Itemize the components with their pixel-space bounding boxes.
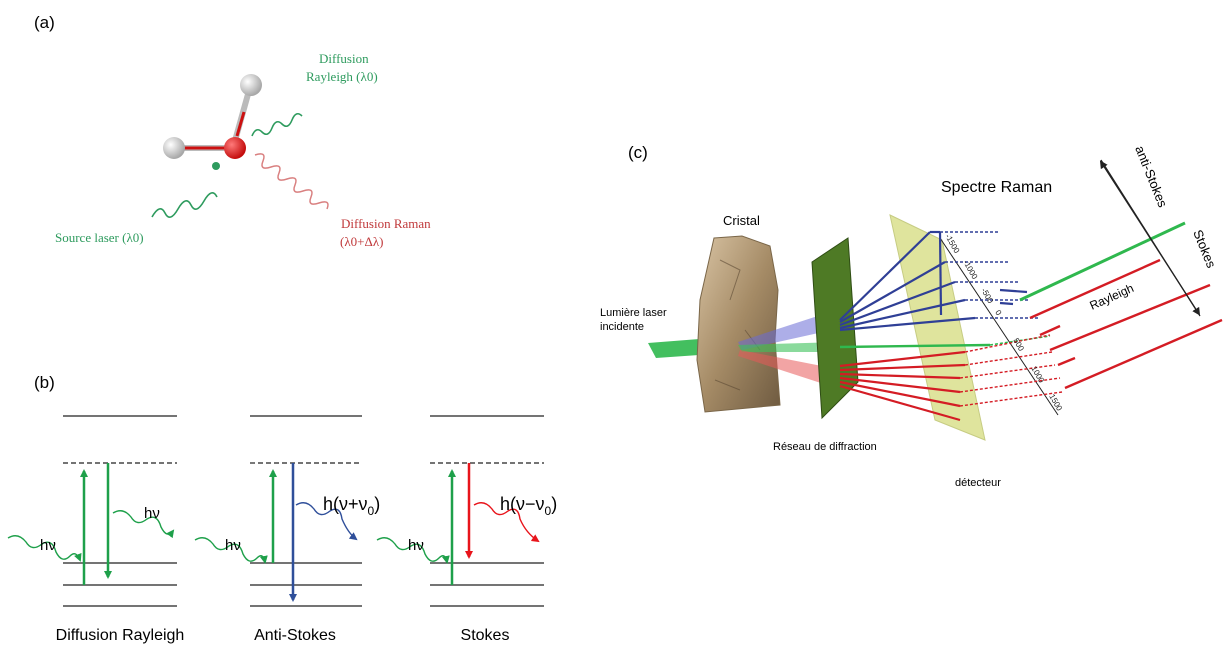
source-laser-label: Source laser (λ0) [55, 230, 144, 245]
stokes-beam [738, 350, 832, 386]
raman-label-line2: (λ0+Δλ) [340, 234, 383, 249]
panel-c-label: (c) [628, 143, 648, 162]
incident-photon-wave [376, 537, 450, 564]
cristal-label: Cristal [723, 213, 760, 228]
anti-stokes-title: Anti-Stokes [254, 627, 336, 644]
detecteur-label: détecteur [955, 477, 1001, 489]
tick-label: 500 [1011, 337, 1026, 354]
incident-photon-wave [7, 535, 82, 562]
anti-stokes-label: anti-Stokes [1132, 144, 1170, 210]
anti-stokes-beam [738, 312, 832, 350]
stokes-label: Stokes [1190, 228, 1219, 271]
crystal [696, 235, 781, 413]
laser-label-line1: Lumière laser [600, 307, 667, 319]
scattered-photon-label: hν [144, 505, 160, 522]
anti-stokes-projections [930, 231, 1040, 319]
incident-photon-wave [194, 537, 268, 564]
panel-a: (a) Diffusion Rayleigh (λ0) Diffusion Ra… [34, 13, 431, 249]
rayleigh-label: Rayleigh [1088, 281, 1136, 313]
energy-diagram-stokes: hν h(ν−ν0) Stokes [376, 415, 557, 644]
hydrogen-atom-2 [240, 74, 262, 96]
diffraction-grating [811, 237, 859, 420]
scattered-photon-label: h(ν−ν0) [500, 494, 557, 518]
scattered-photon-wave [473, 502, 540, 543]
scattered-photon-label: h(ν+ν0) [323, 494, 380, 518]
reseau-label: Réseau de diffraction [773, 441, 877, 453]
tick-label: 0 [993, 309, 1003, 318]
scattered-photon-wave [295, 502, 358, 541]
rayleigh-wave [251, 112, 303, 137]
tick-label: -500 [979, 287, 995, 306]
rayleigh-ray [839, 343, 991, 349]
energy-diagram-rayleigh: hν hν Diffusion Rayleigh [7, 415, 185, 644]
panel-b: (b) hν hν Diffusion Rayleigh [7, 373, 557, 644]
stokes-projections [959, 334, 1063, 407]
panel-c: (c) [600, 143, 1223, 489]
anti-stokes-edge [938, 231, 943, 316]
rayleigh-label-line2: Rayleigh (λ0) [306, 69, 378, 84]
anti-stokes-direction-arrow [1099, 160, 1151, 239]
laser-label-line2: incidente [600, 321, 644, 333]
incident-photon-label: hν [408, 537, 424, 554]
tick-label: -1500 [943, 233, 961, 256]
incident-photon-label: hν [40, 537, 56, 554]
raman-wave [254, 153, 329, 210]
raman-label-line1: Diffusion Raman [341, 216, 431, 231]
panel-b-label: (b) [34, 373, 55, 392]
stokes-direction-arrow [1149, 237, 1201, 316]
anti-stokes-rays [839, 230, 1028, 332]
bond-h2-red [235, 111, 246, 137]
stokes-spectrum-lines [1029, 258, 1223, 390]
rayleigh-beam [738, 342, 840, 352]
source-laser-wave [151, 192, 218, 218]
rayleigh-title: Diffusion Rayleigh [56, 627, 185, 644]
rayleigh-spectrum-line [1019, 221, 1186, 302]
scale-axis [939, 237, 1059, 416]
incident-photon-label: hν [225, 537, 241, 554]
panel-a-label: (a) [34, 13, 55, 32]
scattered-photon-wave [112, 510, 175, 539]
stokes-rays [839, 350, 966, 422]
energy-diagram-anti-stokes: hν h(ν+ν0) Anti-Stokes [194, 415, 380, 644]
impact-spark [212, 162, 220, 170]
detector [889, 214, 986, 441]
oxygen-atom [224, 137, 246, 159]
hydrogen-atom-1 [163, 137, 185, 159]
rayleigh-label-line1: Diffusion [319, 51, 369, 66]
stokes-title: Stokes [461, 627, 510, 644]
spectre-raman-title: Spectre Raman [941, 179, 1052, 196]
